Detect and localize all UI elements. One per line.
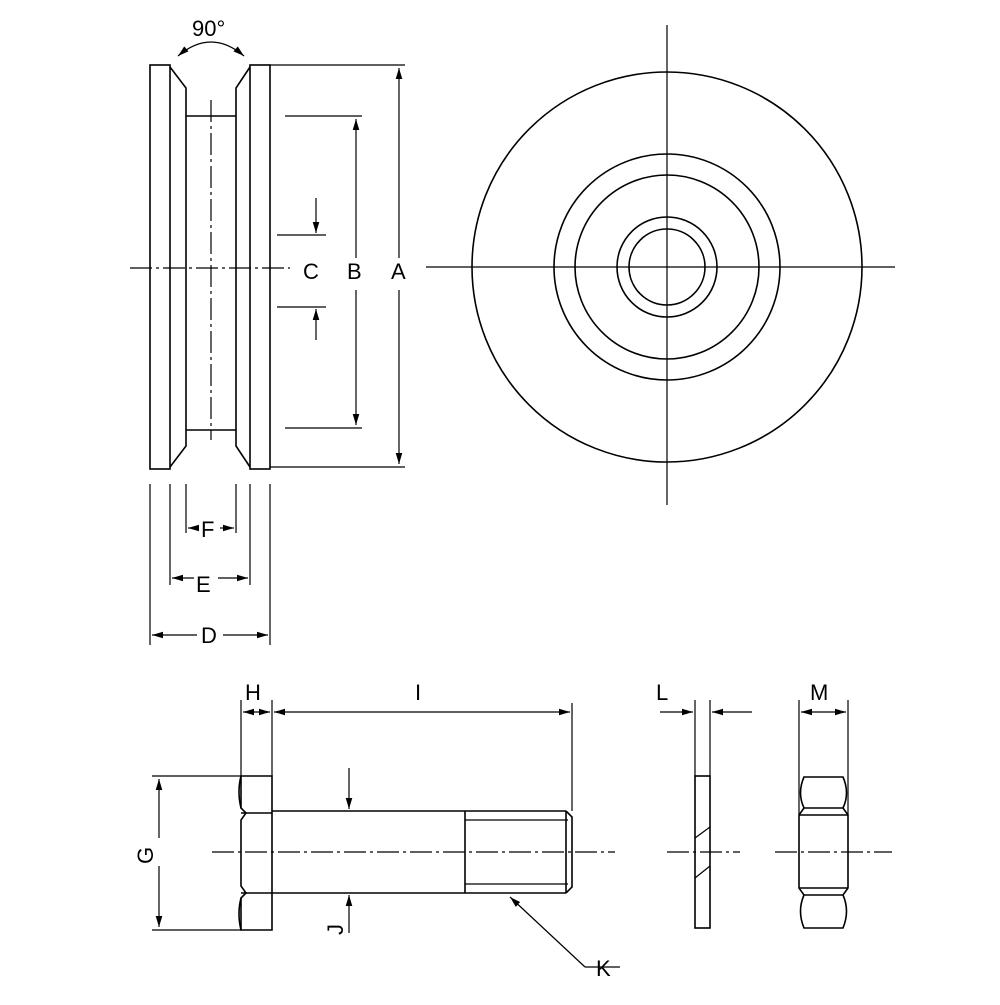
label-m: M xyxy=(810,680,828,705)
bolt-hex-head xyxy=(240,775,273,931)
label-a: A xyxy=(391,259,406,284)
washer-split-line-bottom xyxy=(694,865,711,879)
nut-body xyxy=(798,776,849,929)
bolt-head-chamfer-bottom xyxy=(238,897,242,931)
bolt-view: G H I J K xyxy=(133,680,620,981)
washer-view: L xyxy=(656,680,752,929)
right-groove-bevel xyxy=(235,66,251,468)
leader-line-k xyxy=(509,896,586,968)
nut-view: M xyxy=(775,680,892,929)
bolt-head-chamfer-top xyxy=(238,775,242,809)
label-f: F xyxy=(201,517,214,542)
left-groove-bevel xyxy=(169,66,187,468)
label-k: K xyxy=(596,956,611,981)
angle-arc xyxy=(177,41,245,57)
label-e: E xyxy=(196,572,211,597)
wheel-front-view xyxy=(426,25,895,505)
label-i: I xyxy=(415,680,421,705)
label-l: L xyxy=(656,680,668,705)
label-d: D xyxy=(201,623,217,648)
label-g: G xyxy=(133,847,158,864)
left-flange xyxy=(149,64,171,470)
label-h: H xyxy=(245,680,261,705)
wheel-side-view: 90° A B C F E D xyxy=(130,16,406,648)
washer-split-line-top xyxy=(694,826,711,839)
label-j: J xyxy=(323,924,348,935)
angle-label: 90° xyxy=(192,16,225,41)
bolt-tip-chamfer xyxy=(565,810,573,894)
label-c: C xyxy=(303,259,319,284)
right-flange xyxy=(249,64,271,470)
label-b: B xyxy=(347,259,362,284)
